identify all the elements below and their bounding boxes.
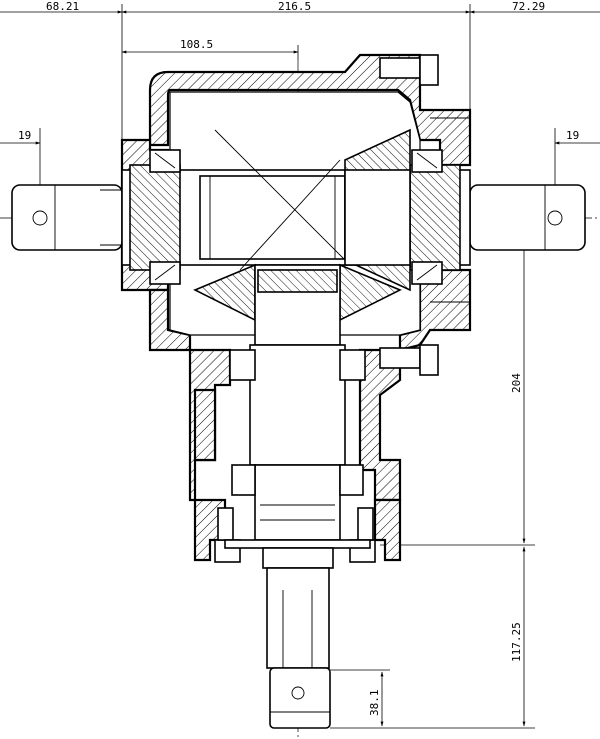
output-shaft xyxy=(262,547,334,729)
dim-overall-width: 216.5 xyxy=(278,0,311,13)
horizontal-shaft xyxy=(11,164,586,271)
dim-right-shaft-offset: 19 xyxy=(566,129,579,142)
bottom-cover xyxy=(214,507,376,563)
dim-left-shaft-offset: 19 xyxy=(18,129,31,142)
dim-left-overhang: 68.21 xyxy=(46,0,79,13)
bevel-gears xyxy=(193,128,411,322)
top-dimensions xyxy=(0,4,600,210)
vertical-shaft xyxy=(229,264,366,541)
horizontal-bearings xyxy=(149,149,443,285)
dim-output-shaft-length: 117.25 xyxy=(510,622,523,662)
dim-vertical-height: 204 xyxy=(510,373,523,393)
dim-right-overhang: 72.29 xyxy=(512,0,545,13)
dim-output-pin-offset: 38.1 xyxy=(368,690,381,717)
dim-half-width: 108.5 xyxy=(180,38,213,51)
